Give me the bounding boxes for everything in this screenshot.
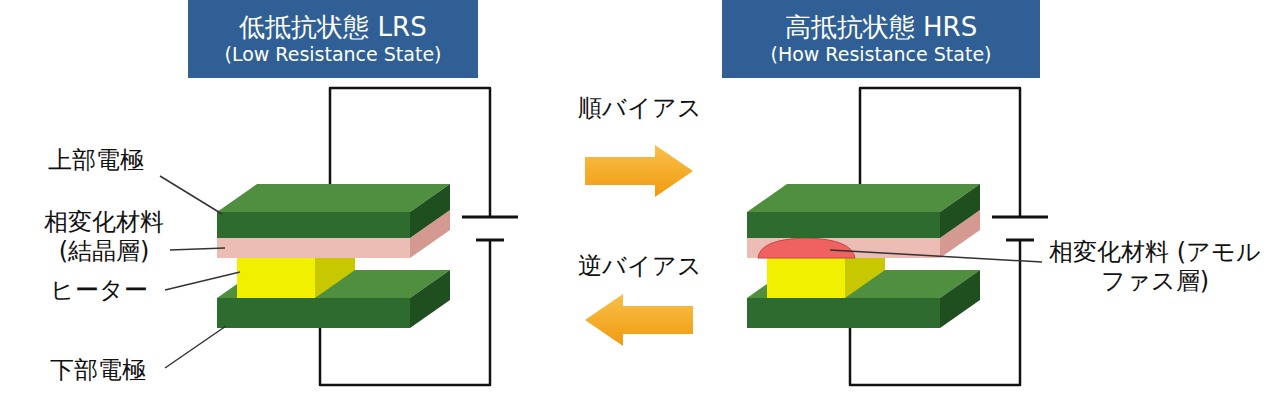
top-electrode [940,184,980,238]
leader-line [170,248,225,250]
bottom-electrode [410,270,450,328]
forward-arrow [585,145,693,197]
leader-line [160,176,222,214]
state-subtitle: (How Resistance State) [730,43,1032,67]
state-band: 高抵抗状態 HRS(How Resistance State) [722,0,1040,78]
part-label: 下部電極 [50,356,170,385]
leader-line [165,272,240,290]
leader-line [165,326,226,368]
bottom-electrode [940,270,980,328]
battery-symbol [462,216,518,219]
state-title: 高抵抗状態 HRS [730,11,1032,44]
part-label: 相変化材料 (アモルファス層) [1046,238,1264,296]
top-electrode [410,184,450,238]
reverse-arrow [585,294,693,346]
left-cell [160,88,518,385]
battery-symbol [476,239,504,242]
state-subtitle: (Low Resistance State) [196,43,470,67]
leader-line [830,250,1042,262]
state-title: 低抵抗状態 LRS [196,11,470,44]
part-label: ヒーター [50,276,170,305]
battery-symbol [992,216,1048,219]
part-label: 上部電極 [48,146,168,175]
heater [237,258,315,298]
battery-symbol [1006,239,1034,242]
right-cell [747,88,1048,385]
part-label: 相変化材料 (結晶層) [34,208,174,266]
bias-label: 逆バイアス [578,252,702,281]
heater [767,258,845,298]
state-band: 低抵抗状態 LRS(Low Resistance State) [188,0,478,78]
amorphous-region [758,238,855,258]
phase-change-layer [217,238,410,258]
bias-label: 順バイアス [578,94,702,123]
top-electrode [747,212,940,238]
top-electrode [747,184,980,212]
top-electrode [217,184,450,212]
bottom-electrode [747,298,940,328]
bottom-electrode [217,298,410,328]
top-electrode [217,212,410,238]
